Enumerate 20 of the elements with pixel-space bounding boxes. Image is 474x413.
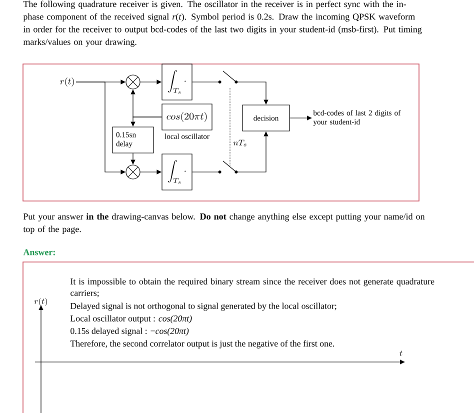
axis-label: $t$: [400, 350, 402, 356]
answer-text: Therefore, the second correlator output is just the negative of the first one.: [70, 340, 334, 348]
sampling-label: $nT_s$: [233, 140, 246, 146]
signal-label: $r(t)$: [60, 78, 74, 86]
answer-text: Local oscillator output : cos(20πt): [70, 315, 192, 324]
mixer-symbol: [126, 164, 140, 180]
answer-text: 0.15s delayed signal : −cos(20πt): [70, 328, 189, 336]
integrator-box: $\int_{T_s}\cdot$: [162, 64, 192, 100]
switch-symbol: [218, 160, 238, 174]
integrator-box: $\int_{T_s}\cdot$: [162, 154, 192, 190]
answer-text: Delayed signal is not orthogonal to signal generated by the local oscillator;: [70, 302, 336, 311]
answer-text: It is impossible to obtain the required binary stream since the receiver does not generate quadrature carriers;: [70, 278, 434, 298]
switch-symbol: [218, 70, 238, 84]
answer-heading: Answer:: [23, 249, 55, 256]
axis-label: $r(t)$: [34, 298, 48, 306]
mixer-symbol: [126, 74, 140, 90]
question-text: The following quadrature receiver is given. The oscillator in the receiver is in perfect sync with the in-phase component of the received signal r(t). Symbol period is 0.2s. Draw the incoming QPSK waveform in order for the receiver to output bcd-codes of the last two digits in your student-id (msb-first). Put timing marks/values on your drawing.: [23, 0, 422, 47]
arrow: [290, 116, 312, 120]
oscillator-box: $cos(20\pi t)$: [162, 104, 212, 130]
instruction-text: Put your answer in the drawing-canvas below. Do not change anything else except putting your name/id on top of the page.: [23, 213, 425, 234]
